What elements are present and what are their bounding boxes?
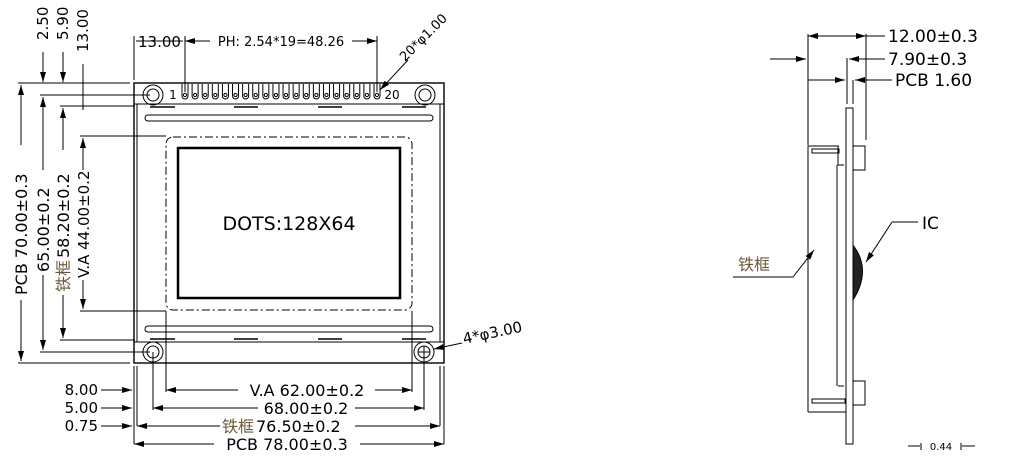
pin-pad <box>312 84 320 100</box>
ic-label: IC <box>922 214 939 234</box>
front-view: DOTS:128X64 1 20 13.00 PH: 2.54*19=48.26… <box>12 7 524 454</box>
dim-hole-spacing-v: 65.00±0.2 <box>34 187 53 272</box>
mount-hole-tr <box>414 84 436 106</box>
pin-pad <box>191 84 199 100</box>
dim-5-90: 5.90 <box>54 7 72 40</box>
pin-pad <box>282 84 290 100</box>
pin-pad <box>201 84 209 100</box>
frame-label-h: 铁框 <box>222 417 254 436</box>
side-connector-top <box>852 145 866 171</box>
side-connector-bottom <box>852 380 866 406</box>
pin-pad <box>373 84 381 100</box>
dim-pcb-width: PCB 78.00±0.3 <box>226 435 348 454</box>
dim-5-00: 5.00 <box>65 399 98 417</box>
active-area <box>176 146 402 300</box>
side-view: 12.00±0.3 7.90±0.3 PCB 1.60 IC 铁框 <box>733 27 978 453</box>
svg-text:1: 1 <box>169 88 177 102</box>
pin-pad <box>232 84 240 100</box>
dim-13-00: 13.00 <box>74 9 92 52</box>
pin-pad <box>252 84 260 100</box>
side-frame-label: 铁框 <box>738 255 770 274</box>
pin-row: 1 20 <box>169 84 400 102</box>
dim-2-50: 2.50 <box>34 7 52 40</box>
pcb-outline <box>133 82 445 364</box>
frame-label-v: 铁框 <box>54 260 73 292</box>
dim-pcb-thickness: PCB 1.60 <box>895 71 972 91</box>
dim-mount-hole: 4*φ3.00 <box>461 318 524 348</box>
dim-pcb-height: PCB 70.00±0.3 <box>12 173 31 295</box>
side-pcb <box>845 107 854 445</box>
pin-pad <box>181 84 189 100</box>
pin-pad <box>302 84 310 100</box>
pin-pad <box>262 84 270 100</box>
dim-va-width: V.A 62.00±0.2 <box>250 381 365 400</box>
pin-pad <box>292 84 300 100</box>
display-dots-label: DOTS:128X64 <box>222 213 355 235</box>
ic-chip <box>852 243 863 302</box>
pin-pad <box>322 84 330 100</box>
dim-pin-pitch: PH: 2.54*19=48.26 <box>218 35 344 50</box>
pin-pad <box>353 84 361 100</box>
pin-pad <box>363 84 371 100</box>
dim-total-thickness: 12.00±0.3 <box>888 27 978 47</box>
dim-pin-thickness: 0.44 <box>930 442 952 453</box>
dim-0-75: 0.75 <box>65 417 98 435</box>
dim-8-00: 8.00 <box>65 381 98 399</box>
pin-pad <box>272 84 280 100</box>
bottom-slot <box>144 325 434 333</box>
dim-pin-hole: 20*φ1.00 <box>397 11 450 64</box>
side-frame <box>807 145 839 412</box>
dim-frame-height: 58.20±0.2 <box>54 173 73 258</box>
dim-frame-width: 76.50±0.2 <box>256 417 341 436</box>
pin-pad <box>343 84 351 100</box>
pin-pad <box>333 84 341 100</box>
dim-hole-spacing-h: 68.00±0.2 <box>264 399 349 418</box>
viewing-area-outline <box>165 136 413 311</box>
pin-pad <box>221 84 229 100</box>
dim-module-thickness: 7.90±0.3 <box>888 50 967 70</box>
pin-pad <box>242 84 250 100</box>
dim-pin1-offset: 13.00 <box>138 33 181 51</box>
pin-pad <box>211 84 219 100</box>
dim-va-height: V.A 44.00±0.2 <box>75 171 93 279</box>
top-slot <box>144 114 434 122</box>
svg-text:20: 20 <box>384 88 399 102</box>
